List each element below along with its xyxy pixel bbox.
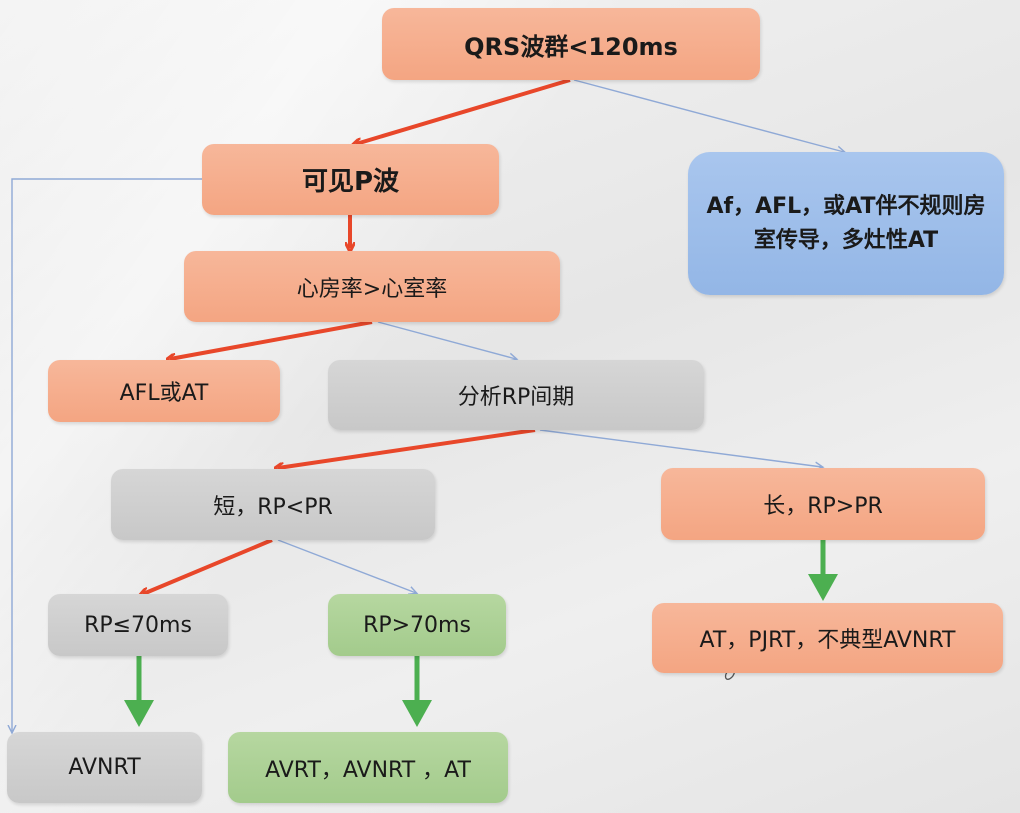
short-rp-node: 短，RP<PR — [111, 469, 435, 540]
afl-at-label: AFL或AT — [119, 381, 209, 406]
rp-le70-node: RP≤70ms — [48, 594, 228, 656]
af-group-label: Af，AFL，或AT伴不规则房室传导，多灶性AT — [706, 193, 986, 253]
arrow-atrial-to-analyze — [377, 321, 516, 359]
arrow-short-to-rple70 — [143, 538, 273, 594]
arrow-rp-to-short — [278, 428, 536, 468]
arrow-qrs-to-afgroup — [573, 79, 844, 152]
avrt-group-node: AVRT，AVNRT ，AT — [228, 732, 508, 803]
atrial-rate-node: 心房率>心室率 — [184, 251, 560, 322]
long-rp-node: 长，RP>PR — [661, 468, 985, 540]
arrow-rp-to-long — [539, 429, 822, 467]
arrow-rple70-to-avnrt — [124, 656, 154, 727]
at-pjrt-label: AT，PJRT，不典型AVNRT — [699, 628, 956, 653]
rp-le70-label: RP≤70ms — [84, 612, 192, 638]
arrow-pwave-to-avnrt — [12, 178, 202, 732]
qrs-node: QRS波群<120ms — [382, 8, 760, 80]
arrow-long-to-at — [808, 540, 838, 601]
rp-gt70-label: RP>70ms — [363, 612, 471, 638]
avrt-group-label: AVRT，AVNRT ，AT — [265, 757, 471, 783]
p-wave-label: 可见P波 — [301, 167, 400, 197]
rp-gt70-node: RP>70ms — [328, 594, 506, 656]
p-wave-node: 可见P波 — [202, 144, 499, 215]
arrow-rpgt70-to-avrt — [402, 656, 432, 727]
analyze-rp-label: 分析RP间期 — [457, 385, 575, 410]
arrow-atrial-to-aflat — [170, 320, 373, 359]
qrs-label: QRS波群<120ms — [464, 32, 678, 61]
avnrt-node: AVNRT — [7, 732, 202, 803]
at-pjrt-node: AT，PJRT，不典型AVNRT — [652, 603, 1003, 673]
long-rp-label: 长，RP>PR — [763, 494, 883, 519]
arrow-qrs-to-pwave — [356, 78, 571, 144]
afl-at-node: AFL或AT — [48, 360, 280, 422]
atrial-rate-label: 心房率>心室率 — [296, 276, 448, 302]
avnrt-label: AVNRT — [68, 755, 141, 780]
arrow-short-to-rpgt70 — [277, 539, 416, 593]
af-group-node: Af，AFL，或AT伴不规则房室传导，多灶性AT — [688, 152, 1004, 295]
analyze-rp-node: 分析RP间期 — [328, 360, 704, 430]
short-rp-label: 短，RP<PR — [213, 494, 333, 520]
